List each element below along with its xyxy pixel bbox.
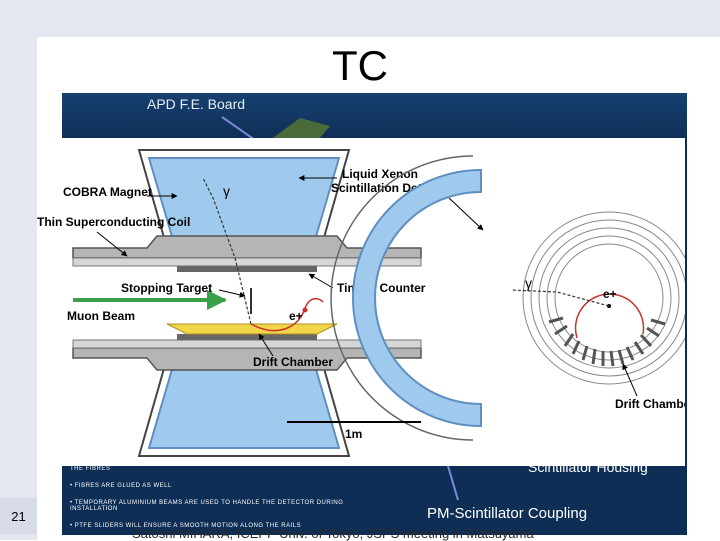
xenon-arc: [352, 168, 482, 428]
thin-coil-label: Thin Superconducting Coil: [37, 215, 190, 229]
positron-orbit: [574, 293, 645, 339]
drift-chamber-leader-side: [258, 333, 274, 357]
magnet-ring-4: [546, 235, 672, 361]
stopping-target-label: Stopping Target: [121, 281, 212, 295]
gamma-label-side: γ: [223, 183, 230, 199]
cobra-magnet-label: COBRA Magnet: [63, 185, 152, 199]
note-line: THE FIBRES: [70, 466, 111, 472]
slide-top-band: [0, 0, 720, 37]
timing-counter-upper: [177, 266, 317, 272]
magnet-lower: [72, 347, 422, 371]
timing-counter-leader: [308, 273, 334, 289]
slide-left-bar: [0, 0, 37, 540]
detector-svg: γ e+ COBRA Magnet Thin Superconducting C…: [37, 149, 696, 457]
gamma-label-end: γ: [525, 275, 532, 291]
drift-chamber-leader-end: [622, 363, 638, 397]
slide-title: TC: [332, 42, 388, 89]
apd-board-label: APD F.E. Board: [147, 96, 246, 112]
positron-marker: [302, 307, 308, 313]
timing-counter-lower: [177, 334, 317, 340]
side-view: γ e+ COBRA Magnet Thin Superconducting C…: [37, 149, 484, 457]
positron-label-end: e+: [603, 287, 617, 301]
drift-chamber-label-side: Drift Chamber: [253, 355, 333, 369]
liquid-xenon-label: Liquid Xenon: [342, 167, 418, 181]
pm-coupling-label: PM-Scintillator Coupling: [427, 505, 588, 522]
thin-coil-leader: [96, 231, 128, 257]
photo-notes: THE FIBRES • FIBRES ARE GLUED AS WELL • …: [70, 466, 370, 540]
slide-number: 21: [0, 498, 37, 534]
end-view: γ e+ Drift Chamber 1m: [287, 155, 696, 441]
muon-beam-label: Muon Beam: [67, 309, 135, 323]
slide-footer: Satoshi MIHARA, ICEPP Univ. of Tokyo, JS…: [132, 526, 534, 541]
drift-chamber-spokes: [548, 316, 666, 367]
magnet-ring-3: [538, 227, 680, 369]
scale-label: 1m: [345, 427, 362, 441]
note-line: • PTFE SLIDERS WILL ENSURE A SMOOTH MOTI…: [70, 523, 302, 529]
photo-top-strip: [62, 93, 687, 138]
stopping-target-leader: [218, 289, 246, 298]
xenon-lower: [147, 365, 341, 449]
scintillation-leader: [448, 197, 484, 231]
magnet-ring-5: [554, 243, 664, 353]
positron-label-side: e+: [289, 309, 303, 323]
drift-chamber-label-end: Drift Chamber: [615, 397, 685, 411]
meg-detector-diagram: γ e+ COBRA Magnet Thin Superconducting C…: [37, 138, 696, 466]
note-line: • FIBRES ARE GLUED AS WELL: [70, 483, 172, 489]
xenon-arc-outline: [330, 155, 474, 441]
note-line: • TEMPORARY ALUMINIUM BEAMS ARE USED TO …: [70, 500, 344, 512]
gamma-track-side: [202, 177, 252, 325]
timing-counter-label: Timing Counter: [337, 281, 426, 295]
gamma-track-end: [510, 289, 610, 307]
drift-chamber-region: [166, 323, 338, 335]
